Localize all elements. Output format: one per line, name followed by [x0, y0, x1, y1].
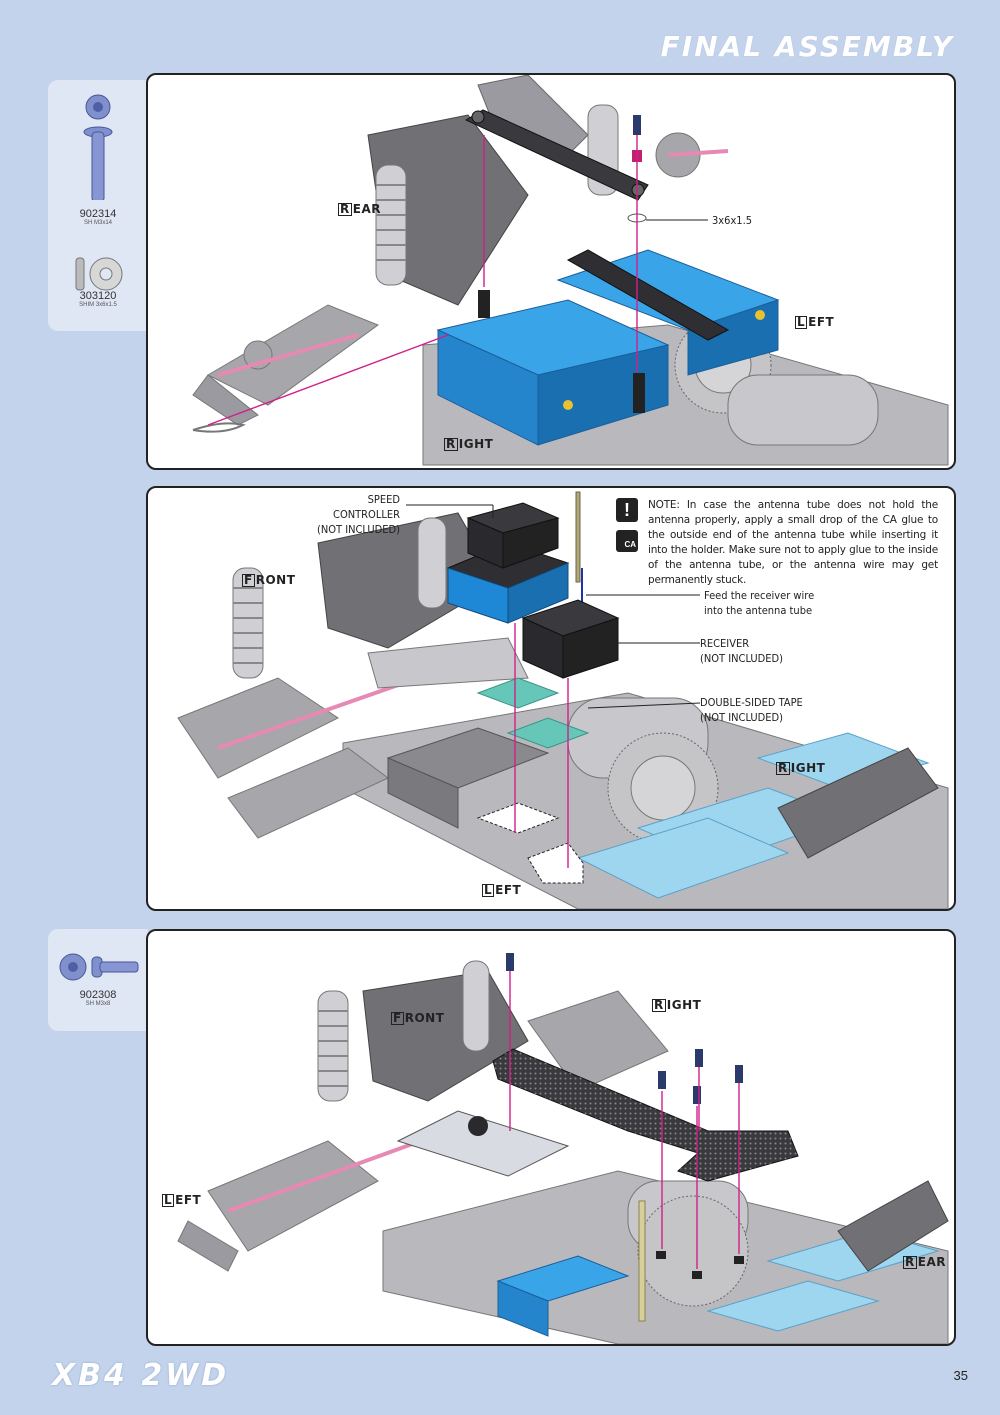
part-902308: 902308 SH M3x8: [79, 989, 117, 1007]
page-title: FINAL ASSEMBLY: [660, 30, 954, 63]
feed-wire-label: Feed the receiver wire into the antenna …: [704, 589, 815, 617]
parts-panel-step3: 902308 SH M3x8: [48, 929, 148, 1031]
product-logo: XB4 2WD: [52, 1358, 230, 1393]
receiver-label: RECEIVER (NOT INCLUDED): [700, 637, 784, 665]
parts-panel-step1: 902314 SH M3x14 303120 SHIM 3x6x1.5: [48, 80, 148, 331]
speed-controller-label: SPEED CONTROLLER (NOT INCLUDED): [316, 493, 400, 536]
shim-callout: 3x6x1.5: [712, 214, 753, 227]
step1-illustration: [192, 75, 949, 466]
part-902314: 902314 SH M3x14: [79, 208, 117, 226]
screw-icon: [59, 953, 139, 981]
antenna-note: NOTE: In case the antenna tube does not …: [648, 499, 938, 586]
ca-glue-icon: CA: [616, 530, 638, 552]
page-number: 35: [953, 1368, 968, 1383]
warning-icon: !: [616, 498, 638, 522]
step2-panel: SPEED CONTROLLER (NOT INCLUDED) ! CA NOT…: [146, 486, 956, 911]
part-303120: 303120 SHIM 3x6x1.5: [79, 290, 117, 308]
screw-icon: [83, 94, 113, 200]
shim-icon: [75, 257, 123, 291]
step2-illustration: [177, 491, 949, 909]
step3-illustration: [177, 953, 949, 1344]
tape-label: DOUBLE-SIDED TAPE (NOT INCLUDED): [700, 696, 803, 724]
